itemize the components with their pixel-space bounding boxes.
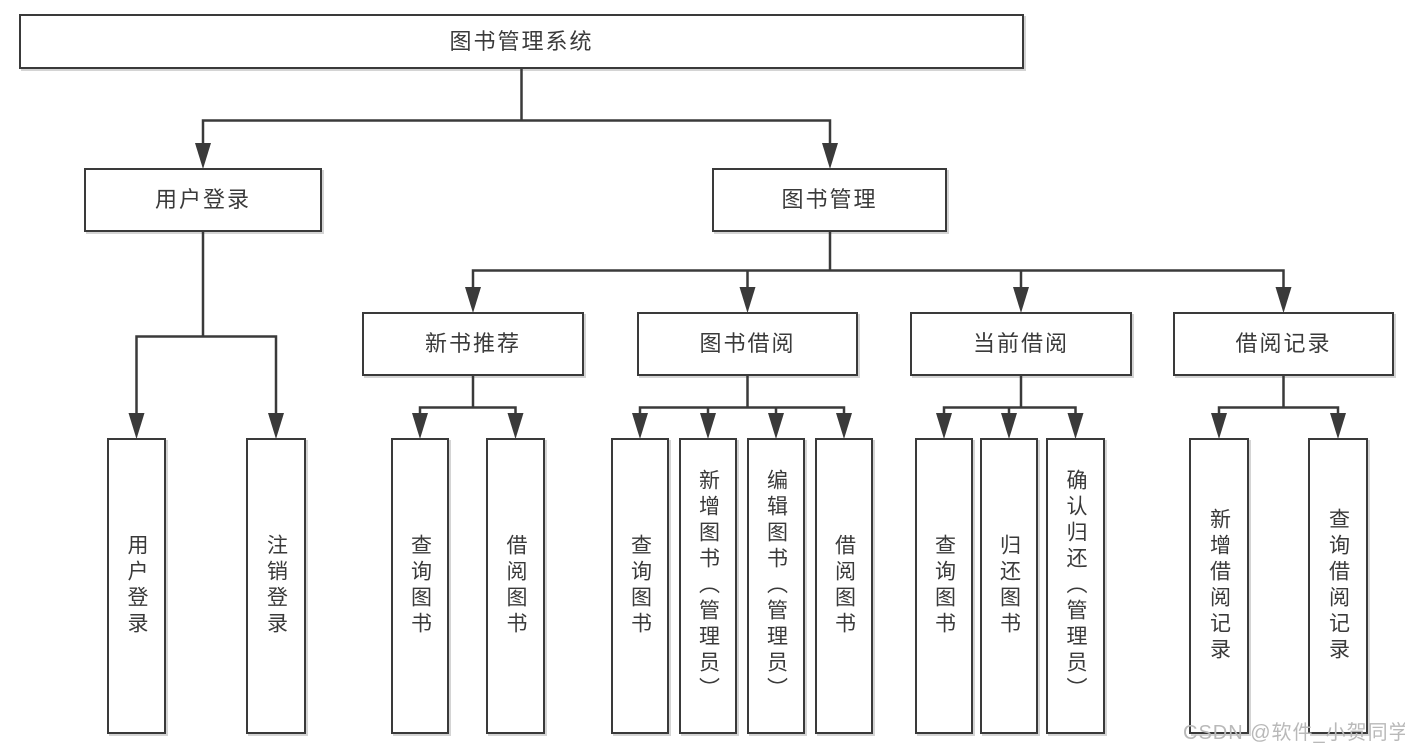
leaf-borrowing-query-books: 查询图书 [611, 438, 669, 734]
node-label: 借阅图书 [504, 534, 528, 638]
node-root-library-system: 图书管理系统 [19, 14, 1024, 69]
node-label: 查询图书 [932, 534, 956, 638]
leaf-records-add-record: 新增借阅记录 [1189, 438, 1249, 734]
node-label: 图书借阅 [699, 331, 796, 356]
leaf-recommend-borrow-books: 借阅图书 [486, 438, 545, 734]
leaf-current-confirm-return-admin: 确认归还（管理员） [1046, 438, 1105, 734]
node-label: 新书推荐 [424, 331, 521, 356]
leaf-current-return-books: 归还图书 [980, 438, 1038, 734]
node-label: 注销登录 [264, 534, 288, 638]
node-borrowing-records: 借阅记录 [1173, 312, 1394, 376]
node-label: 查询借阅记录 [1326, 508, 1350, 664]
node-label: 借阅图书 [832, 534, 856, 638]
node-label: 确认归还（管理员） [1064, 469, 1088, 703]
node-label: 新增借阅记录 [1207, 508, 1231, 664]
node-label: 查询图书 [628, 534, 652, 638]
node-new-book-recommend: 新书推荐 [362, 312, 584, 376]
leaf-logout: 注销登录 [246, 438, 306, 734]
leaf-current-query-books: 查询图书 [915, 438, 973, 734]
leaf-user-login: 用户登录 [107, 438, 166, 734]
leaf-recommend-query-books: 查询图书 [391, 438, 449, 734]
leaf-borrowing-edit-books-admin: 编辑图书（管理员） [747, 438, 805, 734]
leaf-borrowing-add-books-admin: 新增图书（管理员） [679, 438, 737, 734]
node-label: 当前借阅 [972, 331, 1069, 356]
leaf-records-query-record: 查询借阅记录 [1308, 438, 1368, 734]
node-book-borrowing: 图书借阅 [637, 312, 858, 376]
node-current-borrowing: 当前借阅 [910, 312, 1132, 376]
node-user-login: 用户登录 [84, 168, 322, 232]
node-label: 用户登录 [154, 187, 251, 212]
node-label: 图书管理系统 [449, 28, 594, 54]
node-label: 图书管理 [781, 187, 878, 212]
node-label: 查询图书 [408, 534, 432, 638]
node-label: 用户登录 [125, 534, 149, 638]
node-label: 编辑图书（管理员） [764, 469, 788, 703]
leaf-borrowing-borrow-books: 借阅图书 [815, 438, 873, 734]
node-label: 借阅记录 [1235, 331, 1332, 356]
watermark: CSDN @软件_小贺同学 [1183, 722, 1405, 744]
node-label: 新增图书（管理员） [696, 469, 720, 703]
node-book-management: 图书管理 [712, 168, 947, 232]
node-label: 归还图书 [997, 534, 1021, 638]
